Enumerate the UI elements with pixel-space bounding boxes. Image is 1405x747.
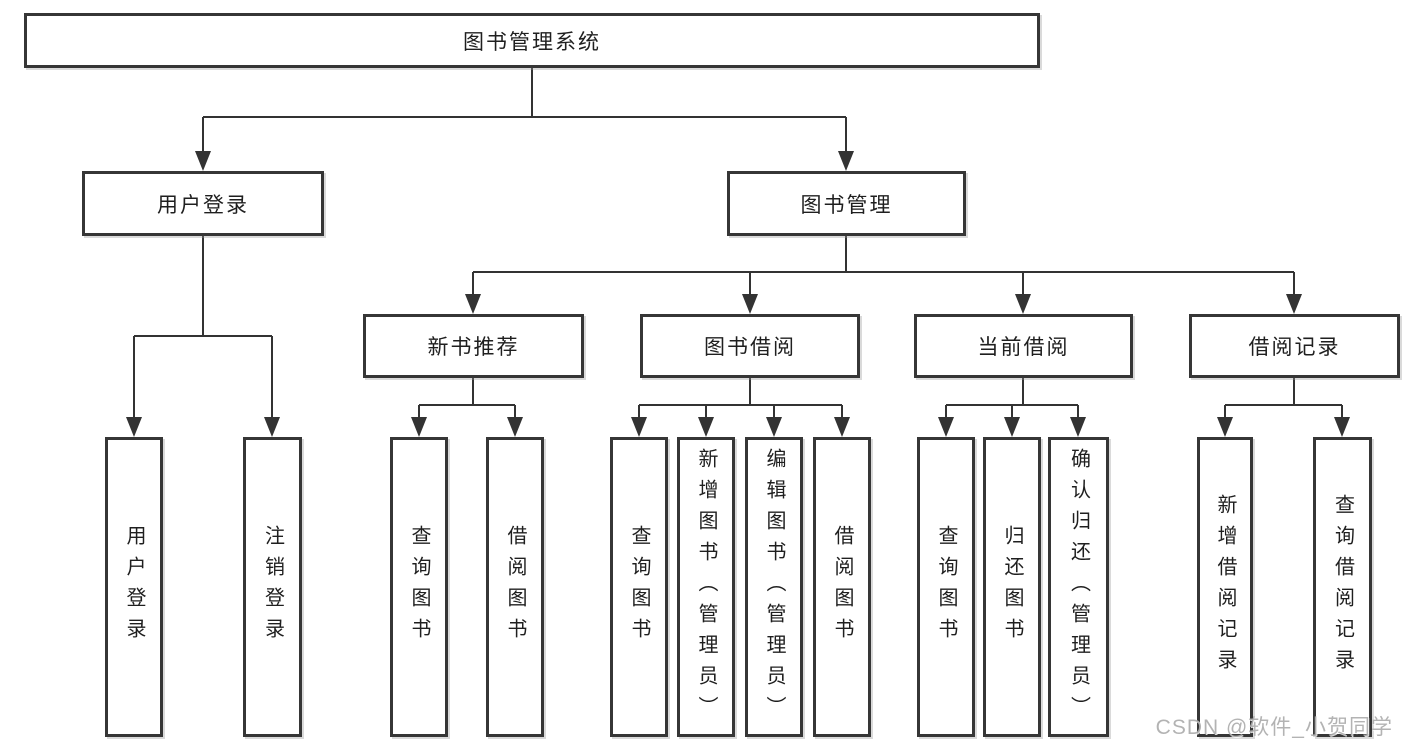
leaf-current-query-books: 查询图书 (917, 437, 975, 737)
connector-bookmgmt-to-level3 (472, 236, 1295, 297)
leaf-borrow-query-books: 查询图书 (610, 437, 668, 737)
node-root: 图书管理系统 (24, 13, 1040, 68)
connector-root-to-level2 (202, 68, 847, 154)
leaf-confirm-return-admin: 确认归还（管理员） (1048, 437, 1109, 737)
connector-currentborrow-to-leaves (945, 378, 1079, 420)
leaf-newrec-query-books: 查询图书 (390, 437, 448, 737)
connector-newbookrec-to-leaves (418, 378, 516, 420)
leaf-borrow-books: 借阅图书 (813, 437, 871, 737)
leaf-logout: 注销登录 (243, 437, 302, 737)
leaf-add-books-admin: 新增图书（管理员） (677, 437, 735, 737)
csdn-watermark: CSDN @软件_小贺同学 (1155, 716, 1393, 739)
leaf-newrec-borrow-books: 借阅图书 (486, 437, 544, 737)
node-book-borrow: 图书借阅 (640, 314, 860, 378)
connector-borrowrecords-to-leaves (1224, 378, 1343, 420)
connector-userlogin-to-leaves (133, 236, 273, 420)
arrowheads (126, 151, 1350, 437)
leaf-add-borrow-record: 新增借阅记录 (1197, 437, 1253, 737)
connector-bookborrow-to-leaves (638, 378, 843, 420)
leaf-query-borrow-record: 查询借阅记录 (1313, 437, 1372, 737)
node-current-borrow: 当前借阅 (914, 314, 1133, 378)
leaf-user-login: 用户登录 (105, 437, 163, 737)
node-book-management: 图书管理 (727, 171, 966, 236)
node-user-login: 用户登录 (82, 171, 324, 236)
node-borrow-records: 借阅记录 (1189, 314, 1400, 378)
leaf-return-books: 归还图书 (983, 437, 1041, 737)
node-new-book-recommend: 新书推荐 (363, 314, 584, 378)
leaf-edit-books-admin: 编辑图书（管理员） (745, 437, 803, 737)
